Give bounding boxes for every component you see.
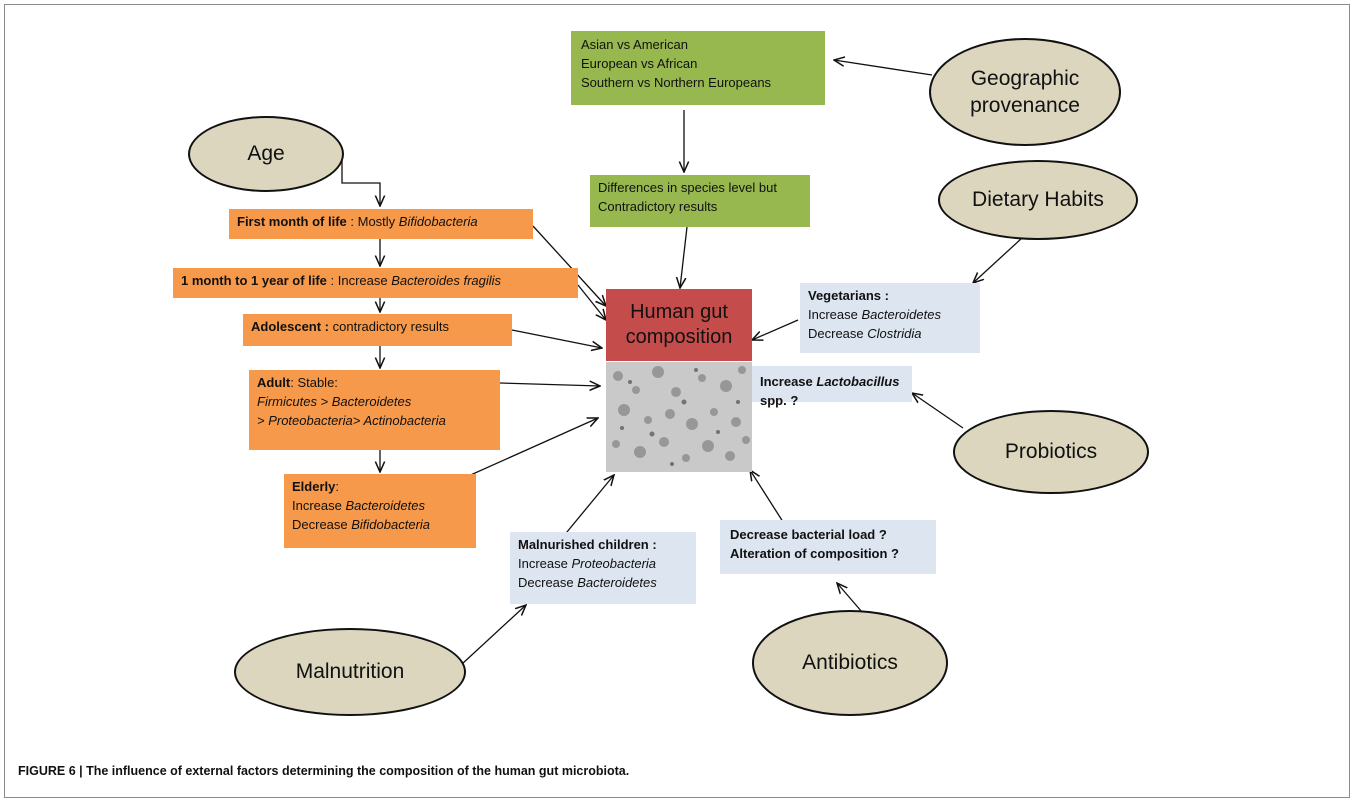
figure-frame bbox=[4, 4, 1350, 798]
center-human-gut-composition: Human gut composition bbox=[606, 289, 752, 361]
arrow-geo-to-box bbox=[834, 60, 933, 76]
malnourished-dec-taxon: Bacteroidetes bbox=[577, 574, 657, 590]
factor-geographic-ellipse: Geographic provenance bbox=[929, 38, 1121, 146]
malnourished-label: Malnurished children : bbox=[518, 537, 657, 552]
age-stage-adult: Adult: Stable: Firmicutes > Bacteroidete… bbox=[249, 370, 500, 450]
elderly-inc-taxon: Bacteroidetes bbox=[345, 497, 425, 513]
vegetarians-inc-taxon: Bacteroidetes bbox=[861, 306, 941, 322]
adolescent-text: contradictory results bbox=[329, 319, 449, 334]
first-month-taxon: Bifidobacteria bbox=[398, 214, 478, 229]
arrow-malnutrition-to-box bbox=[461, 605, 526, 665]
arrow-diet-to-vegetarians bbox=[973, 237, 1023, 283]
arrow-vegetarians-to-center bbox=[752, 319, 799, 340]
figure-caption: FIGURE 6 | The influence of external fac… bbox=[18, 764, 630, 778]
probiotic-pre: Increase bbox=[760, 374, 817, 389]
malnourished-box: Malnurished children : Increase Proteoba… bbox=[510, 532, 696, 604]
factor-dietary-label: Dietary Habits bbox=[972, 188, 1104, 212]
vegetarians-inc: Increase bbox=[808, 306, 862, 322]
geo-result-box: Differences in species level but Contrad… bbox=[590, 175, 810, 227]
arrow-adult-to-center bbox=[499, 383, 600, 386]
geo-line-1: Asian vs American bbox=[581, 37, 688, 52]
elderly-dec: Decrease bbox=[292, 516, 352, 532]
malnourished-inc: Increase bbox=[518, 555, 572, 571]
vegetarians-dec: Decrease bbox=[808, 325, 868, 341]
arrow-adolescent-to-center bbox=[511, 329, 602, 348]
arrow-geo-result-to-center bbox=[680, 226, 688, 288]
age-stage-one-year: 1 month to 1 year of life : Increase Bac… bbox=[173, 268, 578, 298]
arrow-antibiotic-box-to-center bbox=[750, 470, 786, 526]
antibiotic-line-2: Alteration of composition ? bbox=[730, 545, 899, 561]
geo-result-line-2: Contradictory results bbox=[598, 198, 718, 214]
adult-label: Adult bbox=[257, 375, 291, 390]
geo-result-line-1: Differences in species level but bbox=[598, 180, 777, 195]
factor-age-label: Age bbox=[247, 142, 285, 166]
factor-dietary-ellipse: Dietary Habits bbox=[938, 160, 1138, 240]
adult-line-3: > Proteobacteria> Actinobacteria bbox=[257, 412, 446, 428]
probiotic-effect-box: Increase Lactobacillus spp. ? bbox=[752, 366, 912, 408]
probiotic-taxon: Lactobacillus bbox=[816, 374, 900, 389]
adult-line-2: Firmicutes > Bacteroidetes bbox=[257, 393, 412, 409]
antibiotic-line-1: Decrease bacterial load ? bbox=[730, 527, 887, 542]
geo-comparisons-box: Asian vs American European vs African So… bbox=[571, 31, 825, 105]
arrow-year-to-center bbox=[577, 284, 606, 320]
factor-malnutrition-label: Malnutrition bbox=[295, 660, 405, 684]
one-year-label: 1 month to 1 year of life bbox=[181, 273, 327, 288]
age-stage-elderly: Elderly: Increase Bacteroidetes Decrease… bbox=[284, 474, 476, 548]
elderly-text: : bbox=[335, 479, 339, 494]
malnourished-inc-taxon: Proteobacteria bbox=[571, 555, 657, 571]
vegetarians-box: Vegetarians : Increase Bacteroidetes Dec… bbox=[800, 283, 980, 353]
one-year-text: : Increase bbox=[326, 273, 392, 288]
factor-age-ellipse: Age bbox=[188, 116, 344, 192]
adult-text: : Stable: bbox=[290, 375, 338, 390]
elderly-dec-taxon: Bifidobacteria bbox=[351, 516, 431, 532]
center-label: Human gut composition bbox=[625, 301, 733, 348]
arrow-age-to-first-month bbox=[341, 160, 380, 206]
factor-antibiotics-label: Antibiotics bbox=[802, 651, 898, 675]
age-stage-adolescent: Adolescent : contradictory results bbox=[243, 314, 512, 346]
arrow-malnourished-to-center bbox=[561, 475, 614, 539]
vegetarians-label: Vegetarians : bbox=[808, 288, 889, 303]
factor-geographic-label: Geographic provenance bbox=[970, 66, 1080, 117]
arrow-antibiotics-to-box bbox=[837, 583, 863, 613]
elderly-inc: Increase bbox=[292, 497, 346, 513]
factor-probiotics-ellipse: Probiotics bbox=[953, 410, 1149, 494]
age-stage-first-month: First month of life : Mostly Bifidobacte… bbox=[229, 209, 533, 239]
microscopy-image bbox=[606, 362, 752, 472]
factor-probiotics-label: Probiotics bbox=[1004, 440, 1098, 464]
adolescent-label: Adolescent : bbox=[251, 319, 330, 334]
vegetarians-dec-taxon: Clostridia bbox=[867, 325, 922, 341]
elderly-label: Elderly bbox=[292, 479, 336, 494]
geo-line-3: Southern vs Northern Europeans bbox=[581, 74, 772, 90]
geo-line-2: European vs African bbox=[581, 55, 698, 71]
antibiotic-effect-box: Decrease bacterial load ? Alteration of … bbox=[720, 520, 936, 574]
malnourished-dec: Decrease bbox=[518, 574, 578, 590]
factor-antibiotics-ellipse: Antibiotics bbox=[752, 610, 948, 716]
arrow-first-month-to-center bbox=[532, 225, 606, 306]
first-month-label: First month of life bbox=[237, 214, 347, 229]
one-year-taxon: Bacteroides fragilis bbox=[391, 273, 502, 288]
arrow-probiotics-to-effect bbox=[912, 393, 964, 429]
probiotic-post: spp. ? bbox=[760, 392, 799, 408]
factor-malnutrition-ellipse: Malnutrition bbox=[234, 628, 466, 716]
first-month-text: : Mostly bbox=[346, 214, 399, 229]
